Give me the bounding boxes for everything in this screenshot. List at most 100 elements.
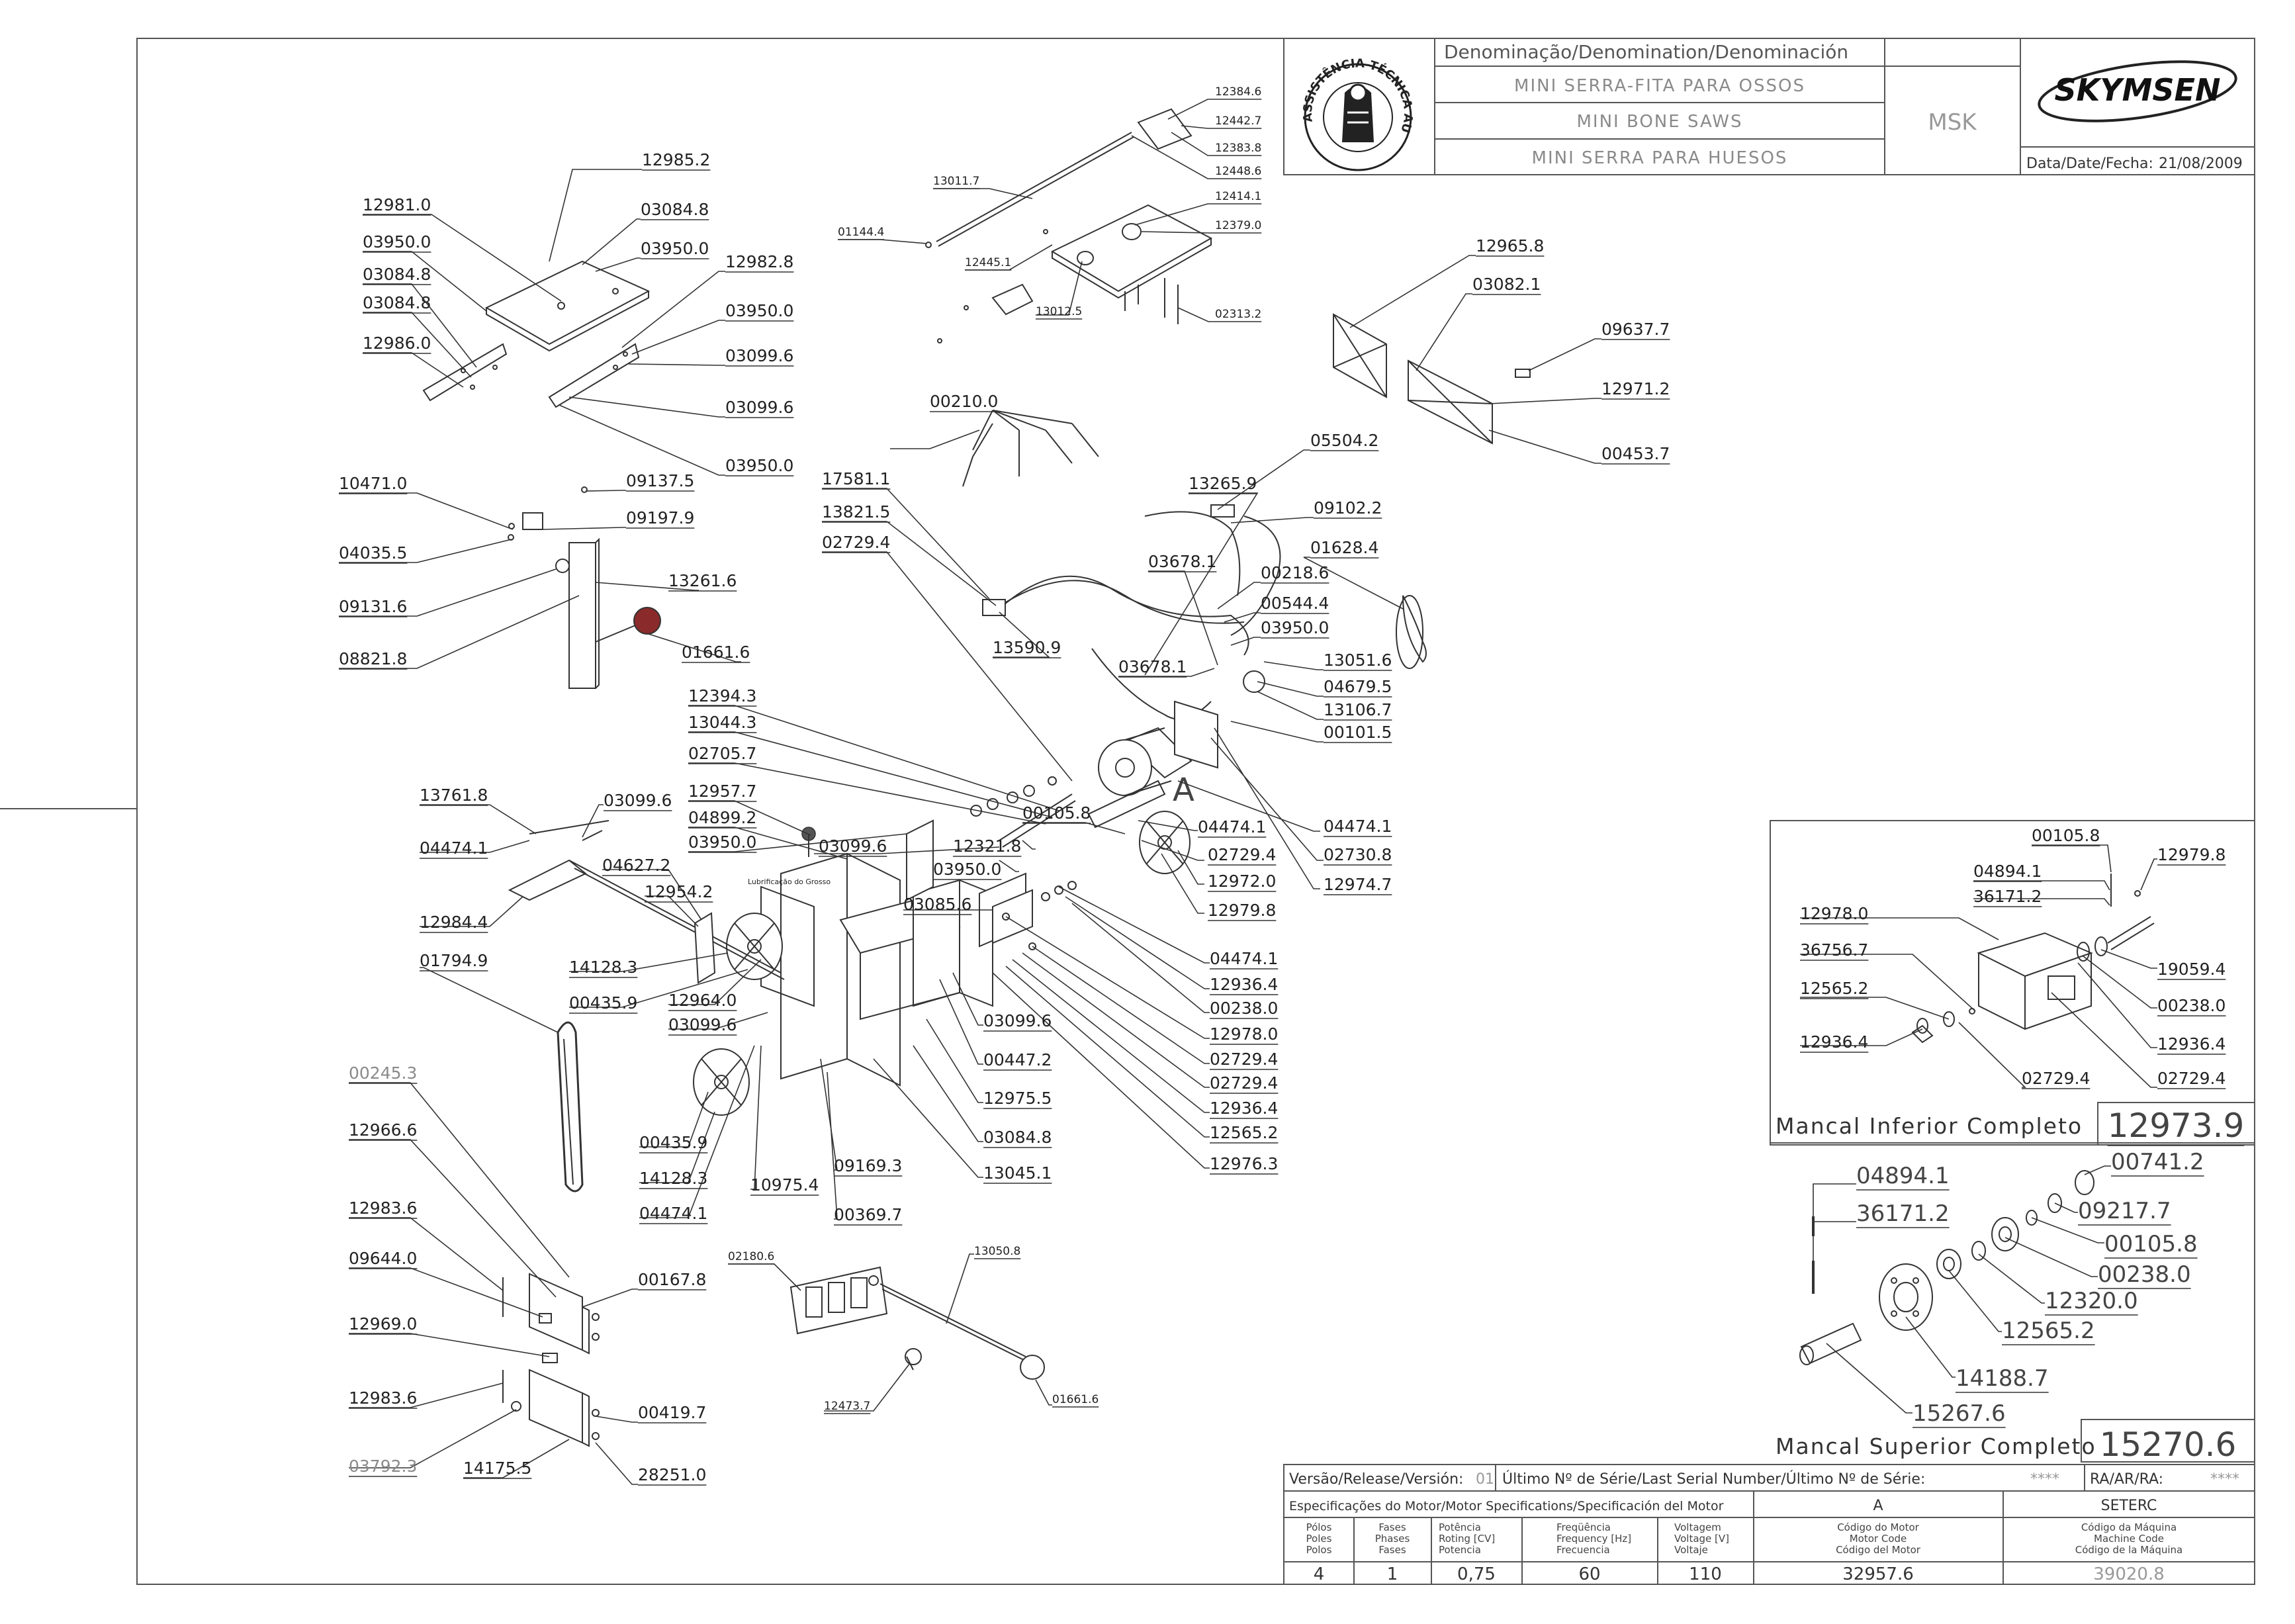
main-frame-callouts: 12394.3 13044.3 02705.7 12957.7 04899.2 … (688, 686, 1392, 921)
label-09131-6: 09131.6 (339, 597, 407, 616)
label-13821-5: 13821.5 (822, 502, 890, 521)
motor-spec-label: Especificações do Motor/Motor Specificat… (1289, 1499, 1724, 1513)
label-00218-6: 00218.6 (1261, 563, 1329, 582)
label-12966-6: 12966.6 (349, 1120, 417, 1140)
left-arm-callouts: 13761.8 03099.6 04474.1 04627.2 12954.2 … (420, 786, 768, 1036)
label-00105-8: 00105.8 (2104, 1231, 2198, 1257)
label-00238-0: 00238.0 (1210, 999, 1278, 1018)
label-03082-1: 03082.1 (1472, 275, 1541, 294)
label-12565-2: 12565.2 (1210, 1123, 1278, 1142)
label-04035-5: 04035.5 (339, 543, 407, 563)
motor-code-value: 32957.6 (1842, 1564, 1914, 1584)
upper-bearing-callouts: 00741.2 04894.1 09217.7 36171.2 00105.8 … (1776, 1149, 2237, 1465)
sliding-table-callouts: 12985.2 12981.0 03084.8 03950.0 03950.0 … (363, 150, 794, 476)
col-poles-pt: Pólos (1306, 1521, 1332, 1533)
label-02729-4: 02729.4 (822, 533, 890, 552)
label-08821-8: 08821.8 (339, 649, 407, 668)
label-12384-6: 12384.6 (1215, 85, 1261, 99)
label-12565-2: 12565.2 (2002, 1318, 2095, 1344)
pusher-group (789, 1266, 1045, 1380)
label-13050-8: 13050.8 (974, 1245, 1020, 1258)
model-code: MSK (1928, 109, 1977, 136)
label-02705-7: 02705.7 (688, 744, 756, 763)
label-12975-5: 12975.5 (983, 1089, 1052, 1108)
col-phases-en: Phases (1375, 1533, 1410, 1545)
label-04474-1: 04474.1 (1324, 817, 1392, 836)
col-voltage-en: Voltage [V] (1674, 1533, 1729, 1545)
label-00435-9: 00435.9 (639, 1133, 707, 1152)
label-15267-6: 15267.6 (1912, 1400, 2006, 1427)
label-02729-4: 02729.4 (1210, 1050, 1278, 1069)
version-value: 01 (1476, 1471, 1494, 1488)
guards-callouts: 12965.8 03082.1 09637.7 12971.2 00453.7 (1349, 236, 1670, 465)
header-block: ASSISTÊNCIA TÉCNICA AUTORIZADA Denominaç… (0, 0, 2255, 175)
label-12954-2: 12954.2 (645, 882, 713, 901)
col-poles-es: Polos (1306, 1544, 1332, 1556)
label-12442-7: 12442.7 (1215, 114, 1261, 128)
label-03099-6: 03099.6 (668, 1015, 737, 1034)
power-value: 0,75 (1457, 1564, 1496, 1584)
label-12445-1: 12445.1 (965, 256, 1011, 269)
label-09217-7: 09217.7 (2078, 1198, 2171, 1224)
label-13044-3: 13044.3 (688, 713, 756, 732)
label-03099-6: 03099.6 (725, 398, 793, 417)
label-04474-1: 04474.1 (1198, 817, 1266, 836)
label-12936-4: 12936.4 (1210, 975, 1278, 994)
label-12321-8: 12321.8 (953, 836, 1021, 856)
date-label: Data/Date/Fecha: (2026, 156, 2153, 172)
label-00447-2: 00447.2 (983, 1050, 1052, 1069)
main-frame-group: Lubrificação do Grosso (508, 776, 1191, 1193)
lower-bearing-code: 12973.9 (2108, 1106, 2245, 1145)
poles-value: 4 (1314, 1564, 1325, 1584)
motor-letter: A (1173, 772, 1194, 809)
label-03678-1: 03678.1 (1148, 552, 1216, 571)
label-03099-6: 03099.6 (604, 791, 672, 810)
label-12983-6: 12983.6 (349, 1198, 417, 1218)
label-03084-8: 03084.8 (363, 293, 431, 312)
label-03084-8: 03084.8 (363, 265, 431, 284)
label-12965-8: 12965.8 (1476, 236, 1544, 255)
label-03792-3: 03792.3 (349, 1457, 417, 1476)
label-36171-2: 36171.2 (1973, 887, 2042, 906)
sliding-table-group (422, 260, 651, 408)
label-13590-9: 13590.9 (993, 638, 1061, 657)
label-12565-2: 12565.2 (1800, 979, 1868, 998)
sticker-text: Lubrificação do Grosso (748, 878, 831, 886)
label-03099-6: 03099.6 (819, 836, 887, 856)
label-12978-0: 12978.0 (1210, 1024, 1278, 1044)
label-00435-9: 00435.9 (569, 993, 637, 1013)
label-00245-3: 00245.3 (349, 1063, 417, 1083)
label-03950-0: 03950.0 (641, 239, 709, 258)
label-17581-1: 17581.1 (822, 469, 890, 488)
label-00544-4: 00544.4 (1261, 594, 1329, 613)
label-36756-7: 36756.7 (1800, 940, 1868, 960)
motor-letter-cell: A (1873, 1498, 1883, 1514)
label-00167-8: 00167.8 (638, 1270, 706, 1289)
upper-bearing-title: Mancal Superior Completo (1776, 1433, 2096, 1459)
label-00210-0: 00210.0 (930, 392, 998, 411)
label-00101-5: 00101.5 (1324, 723, 1392, 742)
label-36171-2: 36171.2 (1856, 1200, 1950, 1227)
label-03099-6: 03099.6 (725, 346, 793, 365)
top-plate-callouts: 12384.6 12442.7 12383.8 12448.6 13011.7 … (838, 85, 1262, 322)
label-02729-4: 02729.4 (1208, 845, 1276, 864)
label-04474-1: 04474.1 (420, 838, 488, 858)
label-10975-4: 10975.4 (750, 1175, 819, 1195)
label-02729-4: 02729.4 (1210, 1073, 1278, 1093)
label-05504-2: 05504.2 (1310, 431, 1378, 450)
label-14188-7: 14188.7 (1956, 1365, 2049, 1392)
label-12473-7: 12473.7 (824, 1400, 870, 1413)
label-13265-9: 13265.9 (1189, 474, 1257, 493)
harness-motor-group: A (962, 410, 1427, 809)
label-12957-7: 12957.7 (688, 782, 756, 801)
label-12969-0: 12969.0 (349, 1314, 417, 1333)
col-machine-code-es: Código de la Máquina (2075, 1544, 2182, 1556)
label-00238-0: 00238.0 (2157, 996, 2226, 1015)
label-28251-0: 28251.0 (638, 1465, 706, 1484)
col-voltage-pt: Voltagem (1674, 1521, 1721, 1533)
label-12983-6: 12983.6 (349, 1388, 417, 1408)
label-13106-7: 13106.7 (1324, 700, 1392, 719)
product-name-en: MINI BONE SAWS (1576, 112, 1742, 132)
electrical-box-group (502, 1273, 600, 1447)
